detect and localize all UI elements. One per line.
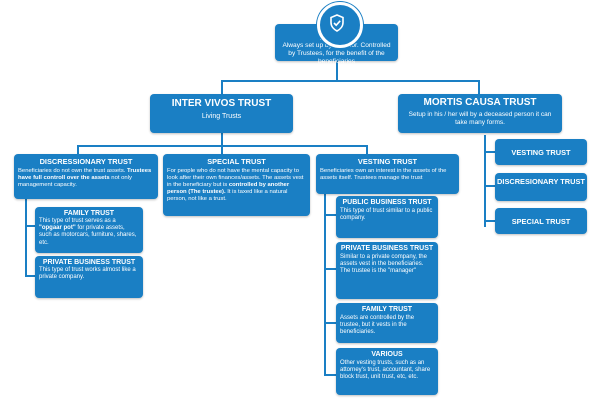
family-trust-box: FAMILY TRUST This type of trust serves a… bbox=[35, 207, 143, 253]
connector bbox=[324, 322, 336, 324]
connector bbox=[25, 198, 27, 276]
mortis-causa-title: MORTIS CAUSA TRUST bbox=[423, 97, 537, 108]
mortis-special-trust-label: SPECIAL TRUST bbox=[511, 217, 571, 226]
public-business-trust-box: PUBLIC BUSINESS TRUST This type of trust… bbox=[336, 196, 438, 238]
vesting-trust-box: VESTING TRUST Beneficiaries own an inter… bbox=[316, 154, 459, 194]
vesting-trust-text: Beneficiaries own an interest in the ass… bbox=[320, 168, 447, 182]
inter-vivos-box: INTER VIVOS TRUST Living Trusts bbox=[150, 94, 293, 133]
connector bbox=[221, 80, 480, 82]
shield-check-icon bbox=[330, 14, 344, 32]
vesting-private-business-trust-box: PRIVATE BUSINESS TRUST Similar to a priv… bbox=[336, 242, 438, 299]
connector bbox=[484, 220, 495, 222]
connector bbox=[324, 374, 336, 376]
discretionary-trust-box: DISCRESSIONARY TRUST Beneficiaries do no… bbox=[14, 154, 158, 199]
mortis-discretionary-trust: DISCRESIONARY TRUST bbox=[495, 173, 587, 201]
mortis-causa-text: Setup in his / her will by a deceased pe… bbox=[408, 111, 552, 126]
connector bbox=[221, 80, 223, 94]
various-trust-box: VARIOUS Other vesting trusts, such as an… bbox=[336, 348, 438, 395]
connector bbox=[324, 193, 326, 376]
private-business-trust-title: PRIVATE BUSINESS TRUST bbox=[42, 259, 136, 266]
special-trust-text: For people who do not have the mental ca… bbox=[167, 168, 304, 203]
connector bbox=[324, 268, 336, 270]
vesting-family-trust-text: Assets are controlled by the trustee, bu… bbox=[340, 315, 415, 336]
special-trust-box: SPECIAL TRUST For people who do not have… bbox=[163, 154, 310, 216]
connector bbox=[336, 58, 338, 82]
public-business-trust-title: PUBLIC BUSINESS TRUST bbox=[342, 199, 432, 206]
family-trust-text: This type of trust serves as a "opgaar p… bbox=[39, 218, 137, 246]
connector bbox=[366, 145, 368, 154]
discretionary-trust-text: Beneficiaries do not own the trust asset… bbox=[18, 168, 152, 189]
mortis-causa-box: MORTIS CAUSA TRUST Setup in his / her wi… bbox=[398, 94, 562, 133]
connector bbox=[484, 135, 486, 227]
mortis-discretionary-trust-label: DISCRESIONARY TRUST bbox=[497, 177, 585, 186]
private-business-trust-box: PRIVATE BUSINESS TRUST This type of trus… bbox=[35, 256, 143, 298]
connector bbox=[478, 80, 480, 94]
inter-vivos-title: INTER VIVOS TRUST bbox=[171, 98, 272, 109]
mortis-vesting-trust-label: VESTING TRUST bbox=[511, 148, 571, 157]
connector bbox=[25, 225, 35, 227]
connector bbox=[221, 145, 223, 154]
special-trust-title: SPECIAL TRUST bbox=[207, 157, 266, 166]
vesting-family-trust-box: FAMILY TRUST Assets are controlled by th… bbox=[336, 303, 438, 343]
mortis-vesting-trust: VESTING TRUST bbox=[495, 139, 587, 165]
connector bbox=[324, 214, 336, 216]
connector bbox=[484, 185, 495, 187]
family-trust-title: FAMILY TRUST bbox=[63, 210, 115, 217]
connector bbox=[221, 132, 223, 146]
mortis-special-trust: SPECIAL TRUST bbox=[495, 208, 587, 234]
public-business-trust-text: This type of trust similar to a public c… bbox=[340, 208, 433, 222]
vesting-trust-title: VESTING TRUST bbox=[357, 157, 418, 166]
inter-vivos-subtitle: Living Trusts bbox=[201, 113, 242, 120]
vesting-family-trust-title: FAMILY TRUST bbox=[361, 306, 413, 313]
private-business-trust-text: This type of trust works almost like a p… bbox=[39, 267, 136, 281]
connector bbox=[484, 151, 495, 153]
vesting-private-business-trust-title: PRIVATE BUSINESS TRUST bbox=[340, 245, 434, 252]
vesting-private-business-trust-text: Similar to a private company, the assets… bbox=[340, 254, 427, 275]
connector bbox=[77, 145, 79, 154]
trusts-badge bbox=[317, 2, 363, 48]
discretionary-trust-title: DISCRESSIONARY TRUST bbox=[39, 157, 133, 166]
various-trust-text: Other vesting trusts, such as an attorne… bbox=[340, 360, 431, 381]
connector bbox=[25, 275, 35, 277]
various-trust-title: VARIOUS bbox=[371, 351, 403, 358]
